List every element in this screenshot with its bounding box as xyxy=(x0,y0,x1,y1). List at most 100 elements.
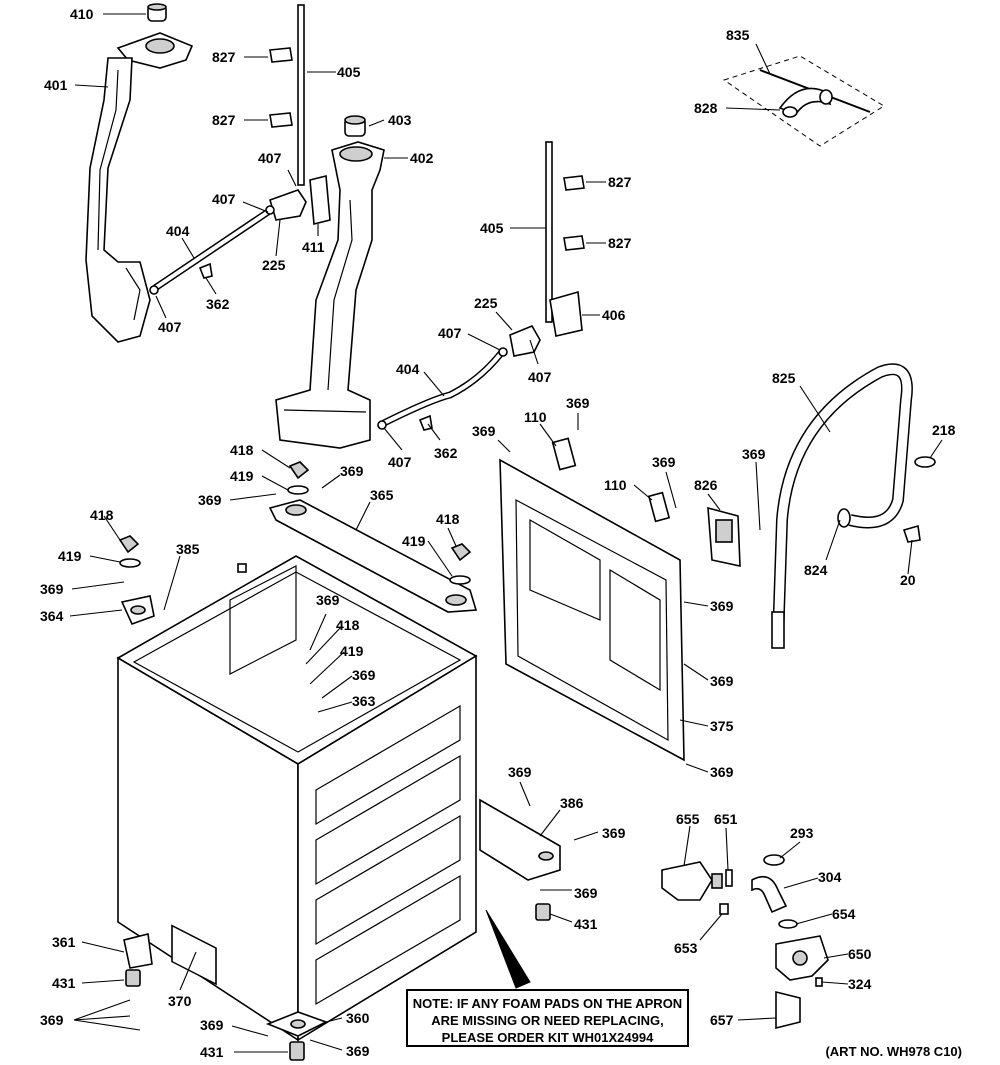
callout-c824: 824 xyxy=(804,562,828,578)
callout-c324: 324 xyxy=(848,976,872,992)
clamp-824 xyxy=(837,508,851,528)
callout-c369f: 369 xyxy=(742,446,766,462)
callout-c418d: 418 xyxy=(336,617,360,633)
clip-827-c xyxy=(563,175,585,191)
callout-c419c: 419 xyxy=(58,548,82,564)
callout-c407f: 407 xyxy=(388,454,412,470)
callout-c650: 650 xyxy=(848,946,872,962)
callout-c418b: 418 xyxy=(90,507,114,523)
part-324 xyxy=(815,977,823,987)
callout-c369q: 369 xyxy=(200,1017,224,1033)
callout-c654: 654 xyxy=(832,906,856,922)
part-651 xyxy=(725,869,733,887)
cabinet-370 xyxy=(116,555,478,1042)
callout-c369o: 369 xyxy=(574,885,598,901)
note-line-2: ARE MISSING OR NEED REPLACING, xyxy=(431,1013,664,1028)
callout-c407b: 407 xyxy=(212,191,236,207)
callout-c657: 657 xyxy=(710,1012,734,1028)
callout-c369a: 369 xyxy=(472,423,496,439)
callout-c431c: 431 xyxy=(200,1044,224,1060)
clamp-218 xyxy=(914,456,936,468)
callout-c827d: 827 xyxy=(608,235,632,251)
callout-c110b: 110 xyxy=(604,477,627,493)
callout-c825: 825 xyxy=(772,370,796,386)
callout-c369k: 369 xyxy=(710,673,734,689)
hose-404-left xyxy=(149,205,275,295)
callout-c411: 411 xyxy=(302,239,325,255)
bracket-657 xyxy=(775,990,801,1030)
foot-418-b xyxy=(118,535,140,554)
callout-c407c: 407 xyxy=(158,319,182,335)
clamp-293 xyxy=(763,854,785,866)
callout-c410: 410 xyxy=(70,6,94,22)
callout-c419a: 419 xyxy=(230,468,254,484)
hose-304 xyxy=(751,875,788,914)
clip-827-b xyxy=(269,112,293,128)
callout-c364: 364 xyxy=(40,608,64,624)
note-line-1: NOTE: IF ANY FOAM PADS ON THE APRON xyxy=(412,996,683,1011)
callout-c293: 293 xyxy=(790,825,814,841)
callout-c369d: 369 xyxy=(198,492,222,508)
callout-c419b: 419 xyxy=(402,533,426,549)
callout-c370: 370 xyxy=(168,993,192,1009)
art-number: (ART NO. WH978 C10) xyxy=(825,1044,962,1059)
pump-655 xyxy=(661,861,723,901)
note-line-3: PLEASE ORDER KIT WH01X24994 xyxy=(441,1030,654,1045)
fill-funnel-left xyxy=(85,3,194,343)
callout-c827a: 827 xyxy=(212,49,236,65)
callout-c655: 655 xyxy=(676,811,700,827)
callout-c360: 360 xyxy=(346,1010,370,1026)
callout-c405b: 405 xyxy=(480,220,504,236)
callout-c386: 386 xyxy=(560,795,584,811)
leveling-leg-431-a xyxy=(535,903,551,921)
callout-c404b: 404 xyxy=(396,361,420,377)
fill-funnel-center xyxy=(275,141,385,449)
callout-c369j: 369 xyxy=(710,598,734,614)
valve-650 xyxy=(775,935,829,981)
callout-c362a: 362 xyxy=(206,296,230,312)
callout-c369r: 369 xyxy=(346,1043,370,1059)
callout-labels: 410 401 827 405 827 403 407 402 407 404 … xyxy=(40,6,956,1060)
callout-c225b: 225 xyxy=(474,295,498,311)
foot-419-b xyxy=(119,558,141,568)
callout-c304: 304 xyxy=(818,869,842,885)
callout-c651: 651 xyxy=(714,811,738,827)
bracket-386 xyxy=(479,798,561,881)
callout-c110a: 110 xyxy=(524,409,547,425)
clip-110-a xyxy=(551,437,577,471)
callout-c827c: 827 xyxy=(608,174,632,190)
leader-lines xyxy=(69,13,943,1053)
callout-c407a: 407 xyxy=(258,150,282,166)
callout-c369i: 369 xyxy=(352,667,376,683)
callout-c369c: 369 xyxy=(340,463,364,479)
leveling-leg-431-b xyxy=(125,969,141,987)
bracket-361 xyxy=(123,933,153,969)
callout-c403: 403 xyxy=(388,112,412,128)
callout-c407e: 407 xyxy=(528,369,552,385)
part-653 xyxy=(719,903,729,915)
callout-c835: 835 xyxy=(726,27,750,43)
callout-c653: 653 xyxy=(674,940,698,956)
leveling-leg-431-c xyxy=(289,1041,305,1061)
callout-c828: 828 xyxy=(694,100,718,116)
callout-c369m: 369 xyxy=(508,764,532,780)
bracket-826 xyxy=(707,506,741,567)
callout-c218: 218 xyxy=(932,422,956,438)
callout-c406: 406 xyxy=(602,307,626,323)
clip-827-d xyxy=(563,235,585,251)
vent-tube-left xyxy=(297,4,305,186)
callout-c419d: 419 xyxy=(340,643,364,659)
callout-c369n: 369 xyxy=(602,825,626,841)
callout-c404a: 404 xyxy=(166,223,190,239)
callout-c385: 385 xyxy=(176,541,200,557)
callout-c365: 365 xyxy=(370,487,394,503)
vent-tube-right xyxy=(545,141,553,323)
foam-pad-note: NOTE: IF ANY FOAM PADS ON THE APRON ARE … xyxy=(406,989,689,1047)
cap-403 xyxy=(344,115,366,137)
clip-20 xyxy=(902,524,921,543)
callout-c369e: 369 xyxy=(652,454,676,470)
ring-654 xyxy=(778,919,798,929)
hose-404-right xyxy=(377,347,508,431)
callout-c418a: 418 xyxy=(230,442,254,458)
pad-385 xyxy=(237,563,247,573)
